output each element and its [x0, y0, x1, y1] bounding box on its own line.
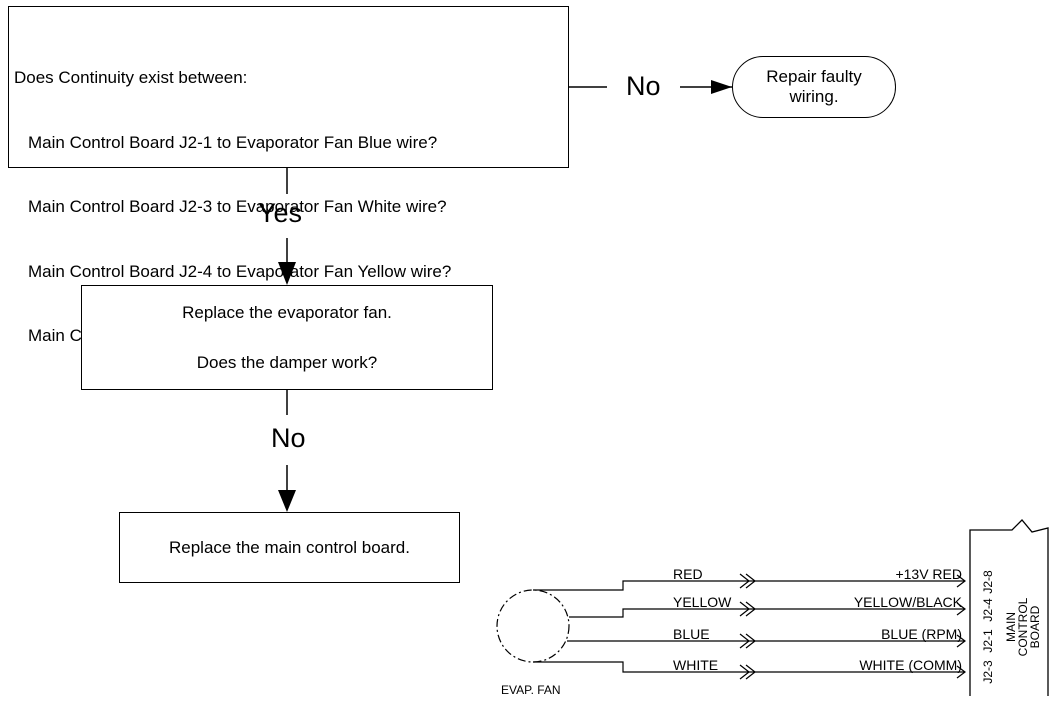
no-label-2: No — [271, 423, 306, 453]
board-label-line-3: BOARD — [1028, 605, 1042, 648]
wire-label-red: RED — [673, 566, 703, 582]
main-control-board-outline — [969, 519, 1049, 696]
repair-line-2: wiring. — [789, 87, 839, 106]
continuity-line-1: Main Control Board J2-1 to Evaporator Fa… — [28, 132, 438, 152]
pin-label-j2-8: J2-8 — [981, 570, 995, 594]
board-wire-label-blue: BLUE (RPM) — [881, 626, 962, 642]
pin-label-j2-4: J2-4 — [981, 598, 995, 622]
no-label: No — [626, 71, 661, 101]
board-wire-label-red: +13V RED — [895, 566, 962, 582]
yes-arrowhead — [278, 262, 296, 285]
connector-mark-white — [739, 664, 756, 680]
connector-mark-yellow — [739, 601, 756, 617]
wire-label-white: WHITE — [673, 657, 718, 673]
pin-label-j2-3: J2-3 — [981, 660, 995, 684]
board-arrow-yellow — [956, 602, 966, 616]
continuity-line-2: Main Control Board J2-3 to Evaporator Fa… — [28, 197, 447, 216]
pin-label-j2-1: J2-1 — [981, 629, 995, 653]
connector-mark-blue — [739, 633, 756, 649]
board-arrow-red — [956, 574, 966, 588]
repair-line-1: Repair faulty — [766, 67, 862, 86]
wire-yellow — [569, 608, 965, 618]
wire-red — [533, 580, 965, 591]
replace-board-box: Replace the main control board. — [119, 512, 460, 583]
board-arrow-blue — [956, 634, 966, 648]
wire-label-yellow: YELLOW — [673, 594, 732, 610]
board-wire-label-white: WHITE (COMM) — [859, 657, 962, 673]
board-arrow-white — [956, 665, 966, 679]
repair-wiring-terminal: Repair faulty wiring. — [732, 56, 896, 118]
replace-board-text: Replace the main control board. — [169, 537, 410, 557]
continuity-line-3: Main Control Board J2-4 to Evaporator Fa… — [28, 261, 452, 281]
replace-fan-text: Replace the evaporator fan. — [182, 303, 392, 322]
no2-arrowhead — [278, 490, 296, 512]
board-label-line-2: CONTROL — [1016, 597, 1030, 656]
wire-white — [533, 661, 965, 673]
damper-question-text: Does the damper work? — [196, 353, 378, 372]
connector-mark-red — [739, 573, 756, 589]
evap-fan-label: EVAP. FAN — [501, 683, 561, 697]
board-label-line-1: MAIN — [1004, 612, 1018, 642]
continuity-heading: Does Continuity exist between: — [14, 68, 248, 87]
connector-marks — [739, 573, 756, 680]
evap-fan-symbol — [496, 589, 570, 663]
replace-fan-box: Replace the evaporator fan. Does the dam… — [81, 285, 493, 390]
wire-label-blue: BLUE — [673, 626, 710, 642]
board-arrows — [956, 574, 966, 679]
board-wire-label-yellow: YELLOW/BLACK — [854, 594, 963, 610]
yes-label: Yes — [258, 198, 303, 228]
no-arrowhead — [711, 80, 732, 94]
